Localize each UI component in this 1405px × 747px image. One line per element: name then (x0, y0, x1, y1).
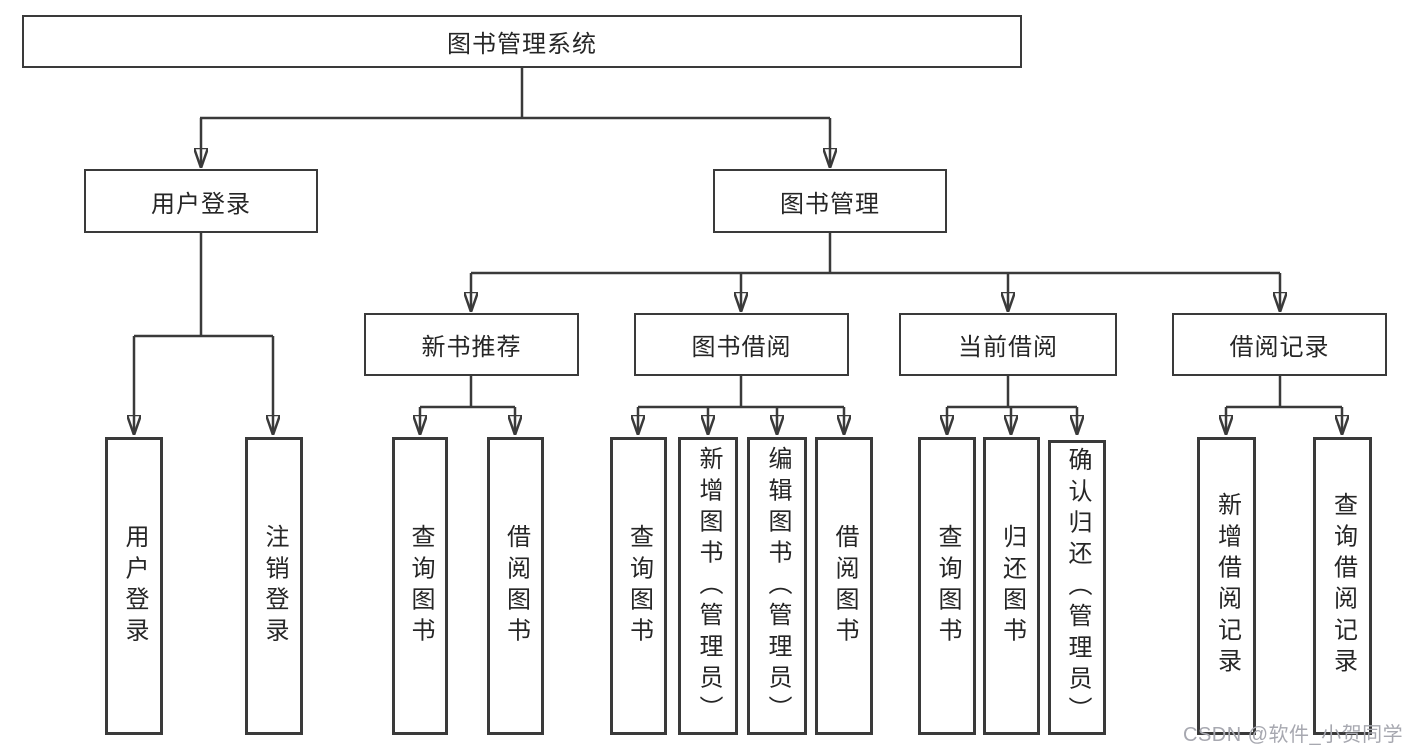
leaf-nb-borrow-books: 借阅图书 (487, 437, 544, 735)
leaf-bb-query-books: 查询图书 (610, 437, 667, 735)
leaf-cb-return-books: 归还图书 (983, 437, 1040, 735)
node-current-borrow: 当前借阅 (899, 313, 1117, 376)
node-new-book-recommend: 新书推荐 (364, 313, 579, 376)
node-user-login: 用户登录 (84, 169, 318, 233)
leaf-bb-borrow-books: 借阅图书 (815, 437, 873, 735)
node-book-borrow: 图书借阅 (634, 313, 849, 376)
leaf-bb-edit-books: 编辑图书（管理员） (747, 437, 807, 735)
leaf-user-login: 用户登录 (105, 437, 163, 735)
leaf-br-query-record: 查询借阅记录 (1313, 437, 1372, 735)
leaf-br-add-record: 新增借阅记录 (1197, 437, 1256, 735)
node-root: 图书管理系统 (22, 15, 1022, 68)
leaf-nb-query-books: 查询图书 (392, 437, 448, 735)
leaf-cb-confirm-return: 确认归还（管理员） (1048, 440, 1106, 735)
node-book-management: 图书管理 (713, 169, 947, 233)
node-borrow-records: 借阅记录 (1172, 313, 1387, 376)
watermark: CSDN @软件_小贺同学 (1183, 724, 1404, 746)
leaf-cb-query-books: 查询图书 (918, 437, 976, 735)
leaf-logout: 注销登录 (245, 437, 303, 735)
leaf-bb-add-books: 新增图书（管理员） (678, 437, 738, 735)
